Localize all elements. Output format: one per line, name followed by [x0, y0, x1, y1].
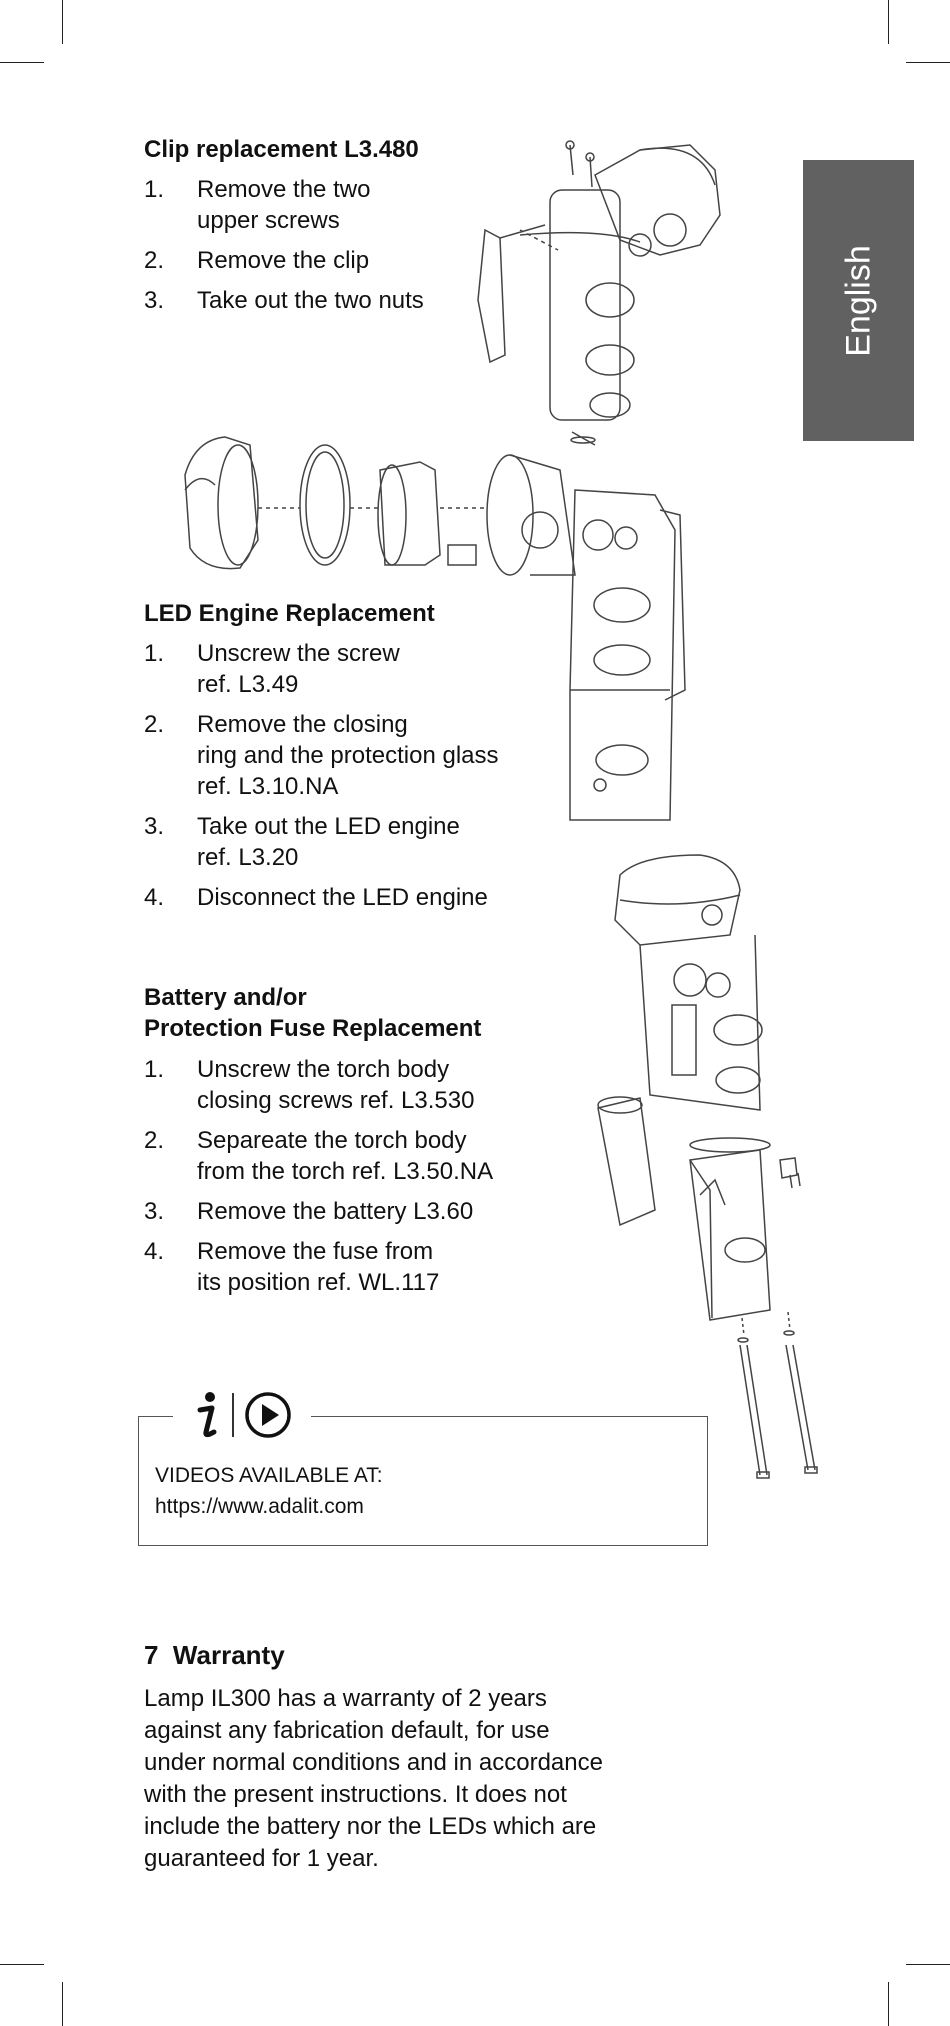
step-text: Remove the battery L3.60: [197, 1198, 474, 1225]
list-item: 1. Unscrew the screw ref. L3.49: [144, 638, 499, 700]
battery-steps-list: 1. Unscrew the torch body closing screws…: [144, 1054, 493, 1307]
warranty-line: Lamp IL300 has a warranty of 2 years: [144, 1685, 547, 1712]
crop-mark: [888, 0, 889, 44]
crop-mark: [0, 62, 44, 63]
led-steps-list: 1. Unscrew the screw ref. L3.49 2. Remov…: [144, 638, 499, 922]
crop-mark: [888, 1982, 889, 2026]
warranty-heading: 7 Warranty: [144, 1640, 285, 1671]
videos-link[interactable]: https://www.adalit.com: [155, 1495, 364, 1518]
step-number: 4.: [144, 884, 165, 911]
crop-mark: [906, 1964, 950, 1965]
list-item: 1. Remove the two upper screws: [144, 174, 424, 236]
step-number: 2.: [144, 247, 165, 274]
step-text: ring and the protection glass: [197, 742, 499, 769]
step-text: its position ref. WL.117: [197, 1269, 440, 1296]
section-title: Warranty: [172, 1640, 285, 1670]
step-number: 1.: [144, 640, 165, 667]
step-text: Take out the two nuts: [197, 287, 424, 314]
step-text: ref. L3.49: [197, 671, 299, 698]
step-text: Unscrew the screw: [197, 640, 400, 667]
step-text: closing screws ref. L3.530: [197, 1087, 475, 1114]
step-text: ref. L3.10.NA: [197, 773, 339, 800]
battery-exploded-drawing: [598, 855, 817, 1478]
crop-mark: [62, 0, 63, 44]
step-text: Remove the closing: [197, 711, 408, 738]
step-number: 2.: [144, 1127, 165, 1154]
led-engine-exploded-drawing: [185, 437, 685, 820]
step-text: Disconnect the LED engine: [197, 884, 488, 911]
warranty-line: guaranteed for 1 year.: [144, 1845, 379, 1872]
list-item: 2. Remove the clip: [144, 245, 424, 276]
play-icon: [245, 1392, 291, 1438]
videos-heading: VIDEOS AVAILABLE AT:: [155, 1464, 383, 1487]
step-text: Remove the fuse from: [197, 1238, 434, 1265]
crop-mark: [62, 1982, 63, 2026]
icon-divider: [232, 1393, 234, 1437]
warranty-line: against any fabrication default, for use: [144, 1717, 550, 1744]
info-icon: [197, 1392, 217, 1438]
info-icons-group: [173, 1387, 311, 1443]
clip-exploded-drawing: [478, 141, 720, 445]
step-number: 3.: [144, 287, 165, 314]
step-text: upper screws: [197, 207, 340, 234]
list-item: 4. Remove the fuse from its position ref…: [144, 1236, 493, 1298]
step-number: 2.: [144, 711, 165, 738]
step-text: Separeate the torch body: [197, 1127, 467, 1154]
crop-mark: [906, 62, 950, 63]
warranty-line: include the battery nor the LEDs which a…: [144, 1813, 597, 1840]
section-number: 7: [144, 1640, 159, 1670]
led-section-title: LED Engine Replacement: [144, 600, 435, 627]
battery-section-title: Battery and/or Protection Fuse Replaceme…: [144, 982, 481, 1044]
step-number: 3.: [144, 813, 165, 840]
list-item: 1. Unscrew the torch body closing screws…: [144, 1054, 493, 1116]
step-text: Unscrew the torch body: [197, 1056, 450, 1083]
step-text: ref. L3.20: [197, 844, 299, 871]
clip-section-title: Clip replacement L3.480: [144, 136, 419, 163]
clip-steps-list: 1. Remove the two upper screws 2. Remove…: [144, 174, 424, 325]
videos-info-text: VIDEOS AVAILABLE AT: https://www.adalit.…: [155, 1460, 383, 1522]
battery-title-line: Battery and/or: [144, 984, 307, 1011]
step-number: 3.: [144, 1198, 165, 1225]
crop-mark: [0, 1964, 44, 1965]
step-text: Remove the two: [197, 176, 371, 203]
language-tab: English: [803, 160, 914, 441]
step-number: 1.: [144, 176, 165, 203]
list-item: 3. Take out the two nuts: [144, 285, 424, 316]
warranty-text: Lamp IL300 has a warranty of 2 years aga…: [144, 1683, 664, 1875]
step-text: Take out the LED engine: [197, 813, 460, 840]
videos-info-box: [138, 1416, 708, 1546]
step-number: 4.: [144, 1238, 165, 1265]
list-item: 2. Separeate the torch body from the tor…: [144, 1125, 493, 1187]
list-item: 2. Remove the closing ring and the prote…: [144, 709, 499, 802]
list-item: 3. Take out the LED engine ref. L3.20: [144, 811, 499, 873]
list-item: 4. Disconnect the LED engine: [144, 882, 499, 913]
list-item: 3. Remove the battery L3.60: [144, 1196, 493, 1227]
step-text: from the torch ref. L3.50.NA: [197, 1158, 494, 1185]
warranty-line: with the present instructions. It does n…: [144, 1781, 567, 1808]
step-text: Remove the clip: [197, 247, 370, 274]
warranty-line: under normal conditions and in accordanc…: [144, 1749, 603, 1776]
battery-title-line: Protection Fuse Replacement: [144, 1015, 482, 1042]
step-number: 1.: [144, 1056, 165, 1083]
